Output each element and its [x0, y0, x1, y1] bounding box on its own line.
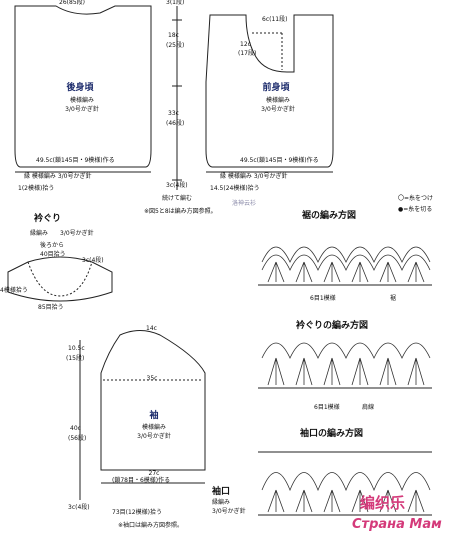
front-title: 前身頃: [262, 83, 290, 93]
chart1-edge: 裾: [390, 295, 397, 302]
cuff-stitch: 縁編み: [212, 499, 231, 506]
sleeve-title: 袖: [149, 411, 159, 421]
center-dim-ticks: [172, 19, 182, 181]
sleeve-length: 40c: [70, 425, 81, 432]
center-dim2-rows: (46段): [166, 120, 185, 127]
sleeve-width: 35c: [146, 375, 158, 382]
sleeve-top-dim: 14c: [146, 325, 157, 332]
legend-attach: 〇=糸をつけ: [398, 195, 434, 202]
sleeve-stitch: 模様編み: [141, 424, 167, 431]
cuff-title: 袖口: [212, 487, 231, 497]
front-stitch: 模様編み: [265, 97, 291, 104]
back-bottom-count: 49.5c(鎖145目・9模様)作る: [36, 157, 115, 164]
chart3-title: 袖口の編み方図: [300, 429, 364, 439]
neck-stitch: 縁編み: [30, 230, 49, 237]
front-border: 縁 模様編み 3/0号かぎ針: [220, 173, 288, 180]
back-hook: 3/0号かぎ針: [65, 106, 99, 113]
neckline-inner: [27, 261, 93, 297]
chart2-edge: 肩線: [362, 404, 375, 411]
center-dim3: 3c(4段): [166, 182, 188, 189]
back-top-dim: 26(85段): [59, 0, 85, 6]
neck-dim: 3c(4段): [82, 257, 104, 264]
watermark-mark: 洛神云衫: [232, 200, 257, 207]
chart3-frame: [258, 451, 432, 516]
back-stitch: 模様編み: [69, 97, 95, 104]
sleeve-bottom-count: (鎖78目・6模様)作る: [112, 477, 171, 484]
center-note-join: 続けて編む: [162, 195, 193, 202]
watermark-brand: Страна Мам: [352, 517, 442, 532]
neckline-outline: [7, 256, 113, 302]
sleeve-note-ref: ※袖口は編み方図参照。: [118, 522, 184, 529]
sleeve-cap-rows: (15段): [66, 355, 85, 362]
neck-hook: 3/0号かぎ針: [60, 230, 94, 237]
sleeve-pickup: 73目(12模様)拾う: [112, 509, 162, 516]
chart2-title: 衿ぐりの編み方図: [296, 321, 369, 331]
front-dim-neck-rows: (17段): [238, 50, 257, 57]
front-dim-top: 6c(11段): [262, 16, 288, 23]
front-body-outline: [205, 14, 334, 168]
back-pickup: 1(2模様)拾う: [18, 185, 55, 192]
neck-from-back: 後ろから: [40, 242, 65, 249]
watermark-site: 编织乐: [360, 494, 406, 512]
cuff-stitch-chart: [261, 472, 431, 513]
center-dim1-rows: (25段): [166, 42, 185, 49]
cuff-hook: 3/0号かぎ針: [212, 508, 246, 515]
front-neck-dim: [252, 32, 283, 70]
center-note-ref: ※図5と8は編み方図参照。: [144, 208, 217, 215]
chart2-repeat: 6目1模様: [314, 404, 340, 411]
legend-cut: ●=糸を切る: [398, 206, 433, 213]
chart1-repeat: 6目1模様: [310, 295, 336, 302]
back-body-outline: [14, 5, 152, 168]
neck-title: 衿ぐり: [34, 214, 62, 224]
center-dim1: 18c: [168, 32, 179, 39]
front-dim-neck: 12c: [240, 41, 251, 48]
neck-side: 4模様拾う: [0, 287, 28, 294]
front-pickup: 14.5(24模様)拾う: [210, 185, 260, 192]
front-hook: 3/0号かぎ針: [261, 106, 295, 113]
sleeve-outline: [100, 330, 206, 471]
center-top-dim: 3(1段): [166, 0, 185, 6]
sleeve-bottom-width: 27c: [148, 470, 160, 477]
hem-stitch-chart: [261, 246, 431, 283]
back-border: 縁 模様編み 3/0号かぎ針: [24, 173, 92, 180]
neck-back-count: 40目拾う: [40, 251, 66, 258]
neck-front-count: 85目拾う: [38, 304, 64, 311]
back-title: 後身頃: [66, 83, 94, 93]
chart1-title: 裾の編み方図: [302, 211, 357, 221]
sleeve-cap-dim: 10.5c: [68, 345, 85, 352]
front-bottom-count: 49.5c(鎖145目・9模様)作る: [240, 157, 319, 164]
sleeve-hook: 3/0号かぎ針: [137, 433, 171, 440]
neck-stitch-chart: [261, 342, 431, 386]
sleeve-length-rows: (56段): [68, 435, 87, 442]
sleeve-cuff-dim: 3c(4段): [68, 504, 90, 511]
center-dim2: 33c: [168, 110, 179, 117]
